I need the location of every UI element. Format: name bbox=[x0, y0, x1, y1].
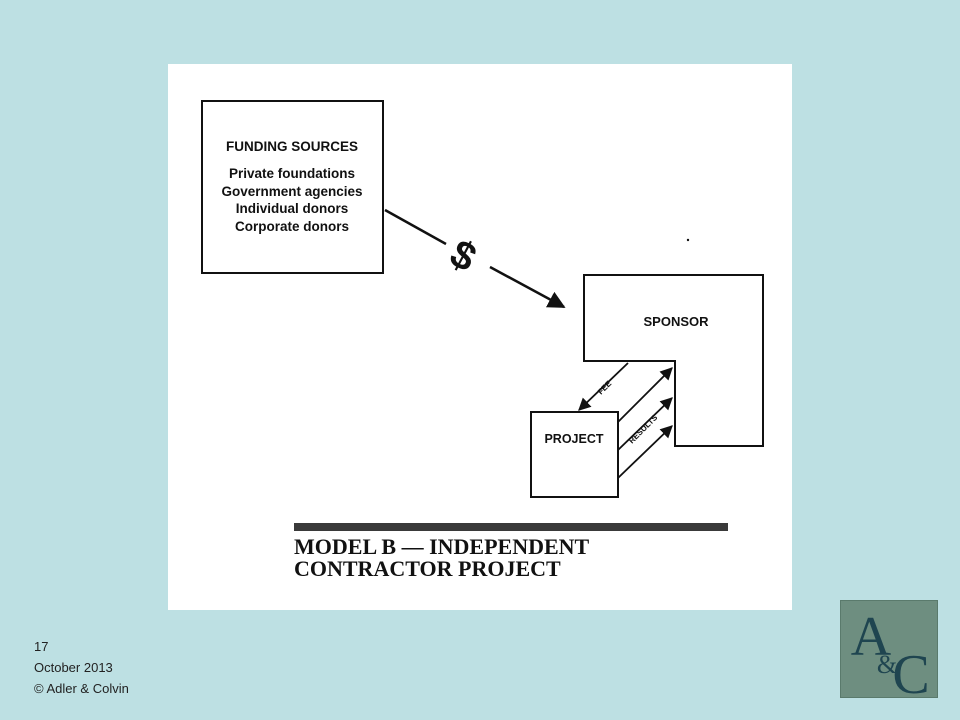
logo-letter-c: C bbox=[892, 644, 929, 697]
stray-dot bbox=[686, 238, 690, 242]
funding-sources-box bbox=[201, 100, 384, 274]
money-flow-arrow bbox=[489, 265, 566, 309]
page-number: 17 bbox=[34, 639, 49, 654]
results-arrow-2 bbox=[617, 397, 673, 451]
funding-sources-list: Private foundations Government agencies … bbox=[204, 165, 380, 235]
money-flow-arrow-start bbox=[384, 208, 447, 246]
funding-item: Individual donors bbox=[235, 201, 349, 216]
results-arrow-3 bbox=[617, 425, 673, 479]
logo-letter-a: A bbox=[851, 606, 892, 668]
sponsor-box bbox=[583, 274, 764, 447]
diagram-shapes bbox=[201, 100, 764, 498]
funding-sources-title: FUNDING SOURCES bbox=[225, 139, 358, 154]
footer-date: October 2013 bbox=[34, 660, 113, 675]
funding-item: Government agencies bbox=[221, 183, 363, 199]
fee-arrow bbox=[578, 362, 629, 411]
funding-item: Corporate donors bbox=[234, 218, 349, 234]
project-label: PROJECT bbox=[544, 432, 604, 446]
project-box bbox=[530, 411, 619, 498]
caption-line-1: MODEL B — INDEPENDENT bbox=[294, 534, 590, 559]
adler-colvin-logo: A & C bbox=[840, 600, 938, 698]
sponsor-label: SPONSOR bbox=[643, 314, 709, 329]
caption-rule bbox=[294, 523, 728, 531]
logo-ampersand: & bbox=[877, 650, 897, 679]
caption-line-2: CONTRACTOR PROJECT bbox=[294, 556, 561, 581]
results-arrow-1 bbox=[617, 367, 673, 423]
slide-footer: 17 October 2013 © Adler & Colvin bbox=[34, 636, 129, 699]
logo-monogram: A & C bbox=[851, 606, 930, 697]
funding-item: Private foundations bbox=[228, 166, 355, 181]
diagram-caption: MODEL B — INDEPENDENT CONTRACTOR PROJECT bbox=[294, 536, 714, 580]
diagram-image: FUNDING SOURCES Private foundations Gove… bbox=[168, 64, 792, 610]
footer-copyright: © Adler & Colvin bbox=[34, 681, 129, 696]
